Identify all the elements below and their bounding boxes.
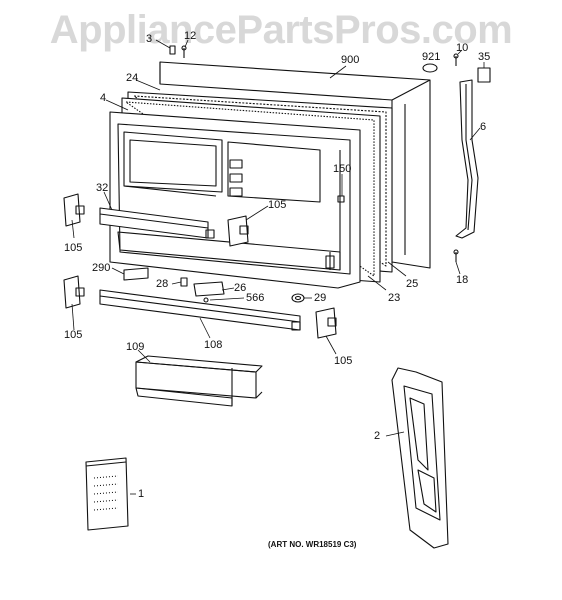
callout-150: 150: [333, 163, 352, 175]
callout-566: 566: [246, 292, 265, 304]
part-3: [169, 45, 176, 55]
part-566: [203, 297, 209, 303]
side-trim-panel-2: [391, 367, 449, 549]
callout-28: 28: [156, 278, 169, 290]
manual-booklet-1: [85, 457, 129, 531]
door-rail-108: [99, 289, 301, 331]
callout-105-left-lower: 105: [64, 329, 83, 341]
door-shelf-bar-32: [99, 207, 215, 239]
callout-23: 23: [388, 292, 401, 304]
leader-lines: [71, 39, 485, 495]
shelf-end-cap-left-upper: [63, 193, 85, 227]
screw-18: [453, 249, 459, 262]
part-921: [422, 63, 438, 73]
screw-10: [453, 53, 459, 66]
shelf-end-cap-right-lower: [315, 307, 337, 339]
callout-109: 109: [126, 341, 145, 353]
callout-2: 2: [374, 430, 381, 442]
hinge-plate-26: [193, 281, 225, 297]
callout-29: 29: [314, 292, 327, 304]
callout-35: 35: [478, 51, 491, 63]
callout-26: 26: [234, 282, 247, 294]
door-handle-6: [455, 79, 479, 239]
callout-900: 900: [341, 54, 360, 66]
callout-4: 4: [100, 92, 107, 104]
callout-24: 24: [126, 72, 139, 84]
art-number: (ART NO. WR18519 C3): [268, 540, 357, 549]
callout-1: 1: [138, 488, 145, 500]
callout-921: 921: [422, 51, 441, 63]
callout-12: 12: [184, 30, 197, 42]
screw-28: [180, 277, 188, 287]
shelf-end-cap-left-lower: [63, 275, 85, 309]
grommet-29: [291, 293, 305, 303]
callout-105-middle: 105: [268, 199, 287, 211]
callout-290: 290: [92, 262, 111, 274]
callout-6: 6: [480, 121, 487, 133]
callout-32: 32: [96, 182, 109, 194]
callout-105-left-upper: 105: [64, 242, 83, 254]
callout-108: 108: [204, 339, 223, 351]
callout-18: 18: [456, 274, 469, 286]
door-bin-109: [135, 355, 263, 407]
watermark: AppliancePartsPros.com: [49, 8, 513, 52]
part-150: [337, 195, 345, 203]
callout-25: 25: [406, 278, 419, 290]
callout-10: 10: [456, 42, 469, 54]
door-liner: [109, 111, 361, 289]
part-290: [123, 267, 149, 281]
shelf-end-cap-middle: [227, 215, 249, 247]
callout-3: 3: [146, 33, 153, 45]
callout-105-right-lower: 105: [334, 355, 353, 367]
part-12: [181, 45, 187, 58]
handle-cap-35: [477, 67, 491, 83]
